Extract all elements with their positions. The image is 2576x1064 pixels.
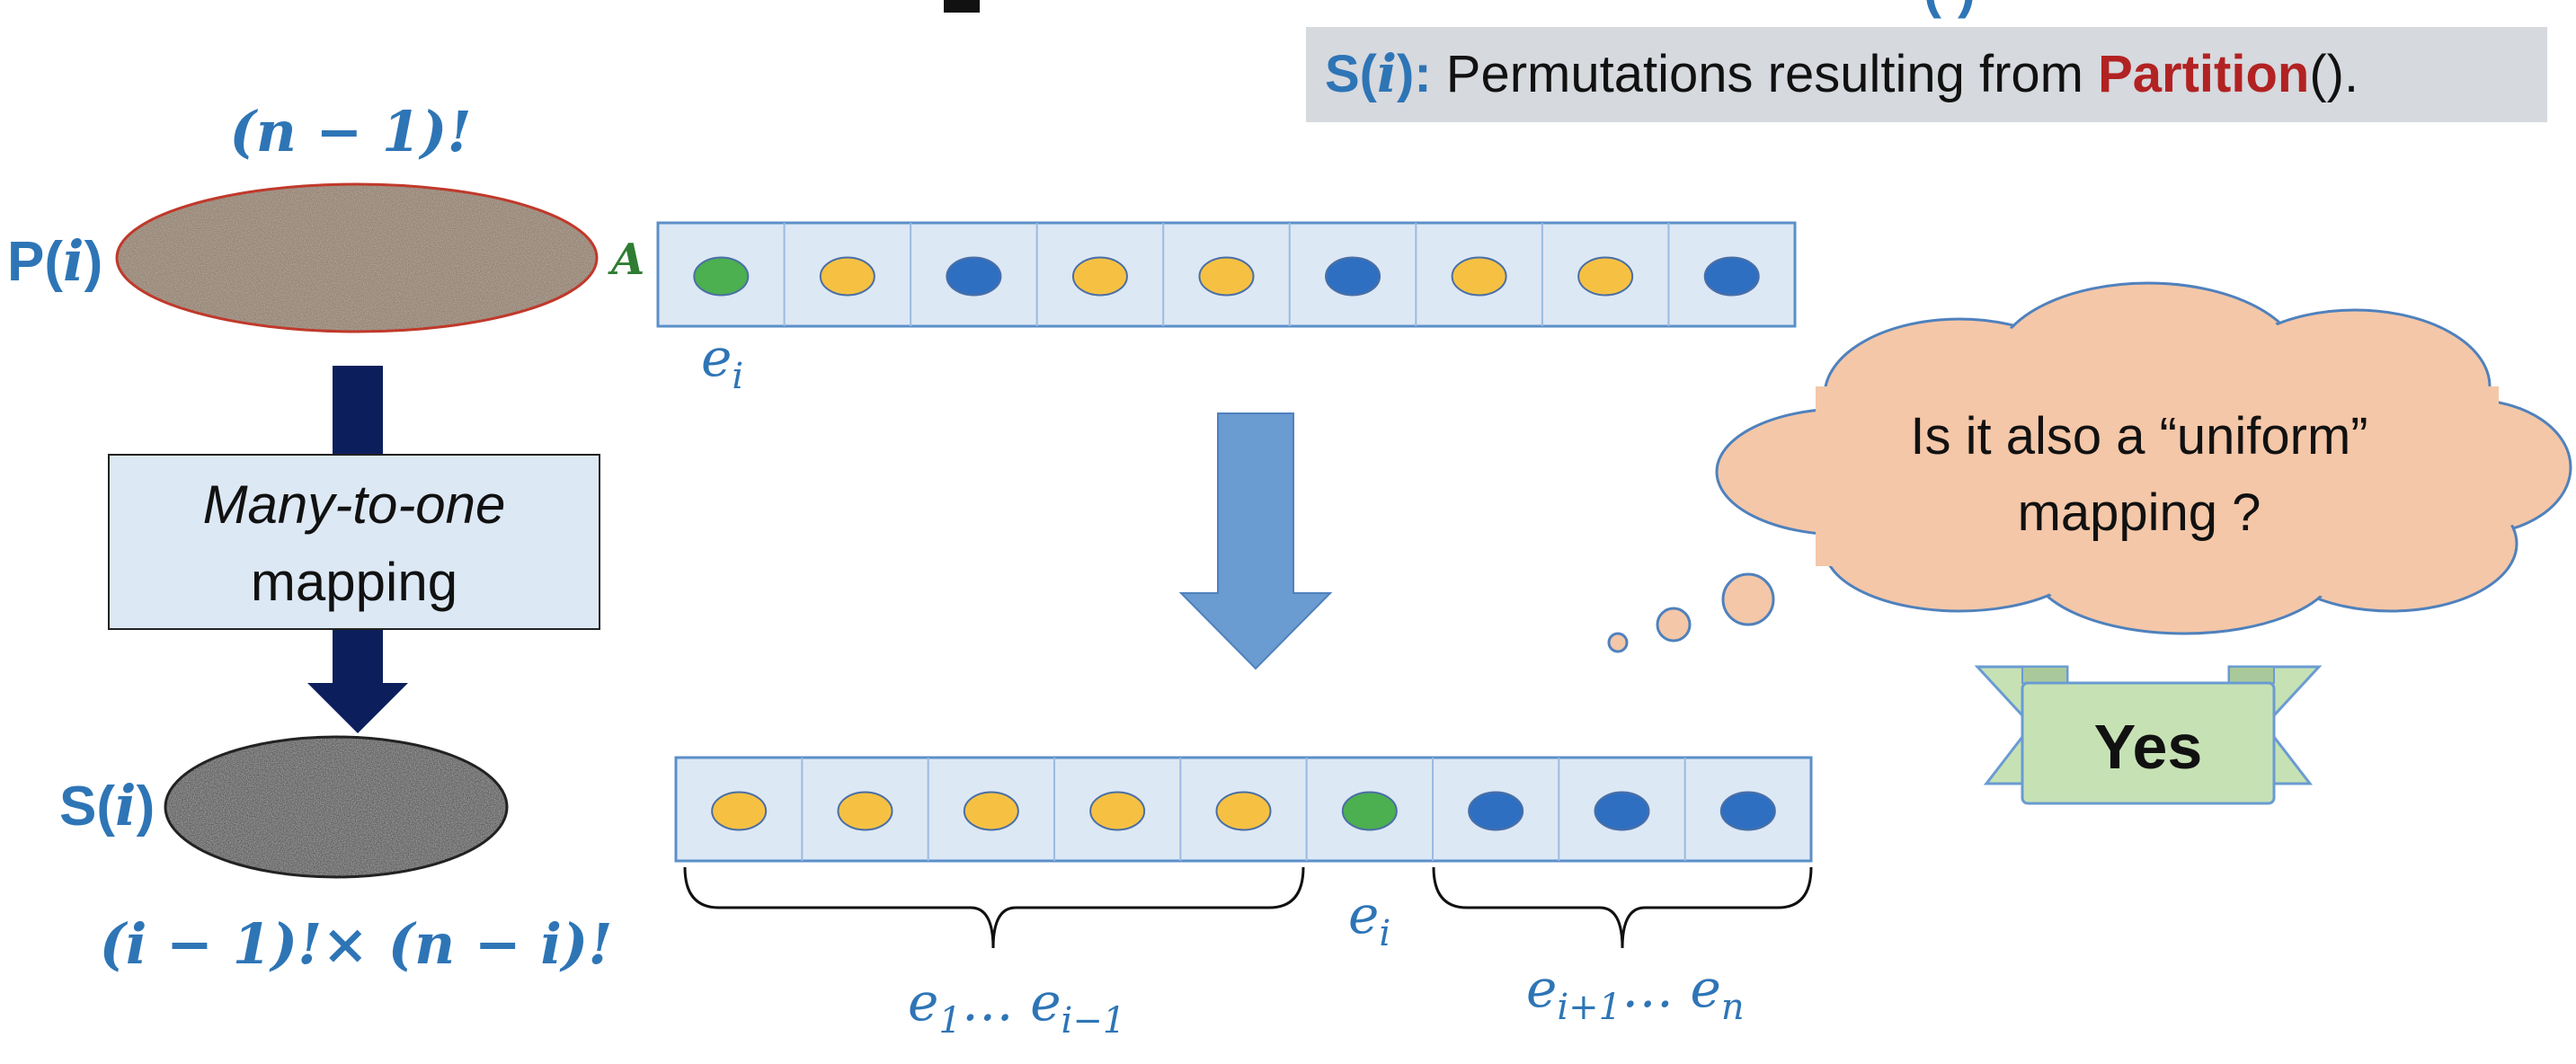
top-array-element-yellow <box>819 256 875 297</box>
bottom-array-element-blue <box>1594 791 1650 831</box>
caption-text: S(i): Permutations resulting from Partit… <box>1325 43 2358 104</box>
mapping-line2: mapping <box>251 552 457 612</box>
top-pivot-label: ei <box>701 327 743 397</box>
bottom-array-element-yellow <box>1089 791 1146 831</box>
array-name-label: A <box>608 235 644 285</box>
brace-left <box>683 866 1305 949</box>
bottom-array-element-yellow <box>963 791 1019 831</box>
bottom-array <box>674 756 1813 863</box>
top-array-element-yellow <box>1451 256 1507 297</box>
title-fragment: ( ) <box>944 0 1976 19</box>
mapping-arrow <box>307 366 408 733</box>
right-range-label: ei+1… en <box>1526 958 1745 1028</box>
top-array-element-yellow <box>1071 256 1128 297</box>
bottom-array-element-yellow <box>1215 791 1272 831</box>
top-array-element-yellow <box>1198 256 1255 297</box>
s-set-ellipse <box>164 735 509 879</box>
p-set-label: P(i) <box>7 228 102 294</box>
mapping-box: Many-to-one mapping <box>108 454 600 630</box>
mapping-line1: Many-to-one <box>203 474 506 535</box>
permutation-count-bottom: (i − 1)!× (n − i)! <box>100 911 613 977</box>
p-set-ellipse <box>115 182 599 333</box>
top-array-element-green <box>693 256 750 297</box>
bottom-pivot-label: ei <box>1348 884 1390 954</box>
thought-line2: mapping ? <box>2018 483 2261 542</box>
svg-text:): ) <box>1958 0 1976 19</box>
bottom-array-element-blue <box>1719 791 1776 831</box>
top-array-element-yellow <box>1577 256 1634 297</box>
transform-arrow <box>1178 412 1333 670</box>
s-set-label: S(i) <box>59 773 155 838</box>
svg-text:(: ( <box>1923 0 1941 19</box>
bottom-array-element-yellow <box>837 791 893 831</box>
bottom-array-element-blue <box>1468 791 1524 831</box>
answer-banner: Yes <box>1974 665 2323 805</box>
top-array-element-blue <box>1325 256 1381 297</box>
bottom-array-element-green <box>1341 791 1398 831</box>
bottom-array-element-yellow <box>711 791 768 831</box>
top-array-element-blue <box>946 256 1002 297</box>
thought-line1: Is it also a “uniform” <box>1910 407 2367 466</box>
thought-cloud <box>1607 281 2572 653</box>
answer-text: Yes <box>2094 712 2203 782</box>
top-array-element-blue <box>1703 256 1760 297</box>
left-range-label: e1… ei−1 <box>908 971 1125 1042</box>
permutation-count-top: (n − 1)! <box>229 99 471 164</box>
top-array <box>656 221 1797 328</box>
caption-box: S(i): Permutations resulting from Partit… <box>1306 27 2547 122</box>
brace-right <box>1432 866 1813 949</box>
